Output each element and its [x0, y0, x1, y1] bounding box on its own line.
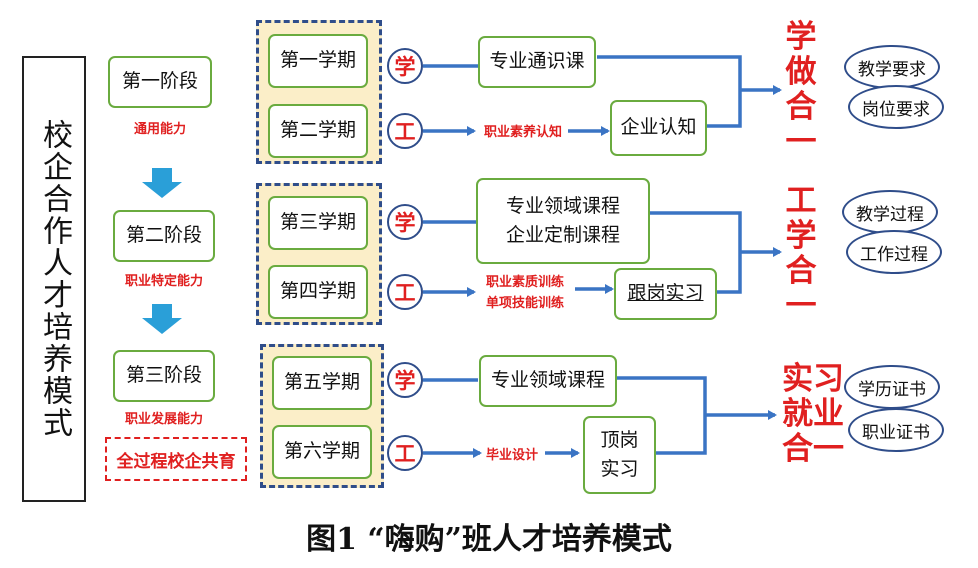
outcome-2-char-4: 一 [785, 288, 817, 325]
model-title-box: 校企合作人才培养模式 [22, 56, 86, 502]
ellipse-position-requirement: 岗位要求 [848, 85, 944, 129]
stage-1-ability: 通用能力 [133, 122, 186, 137]
arrow-row2-course-to-merge [707, 90, 742, 128]
stage-3-label: 第三阶段 [125, 364, 202, 387]
course-internship-line1: 顶岗 [600, 428, 639, 451]
course-general-label: 专业通识课 [489, 50, 585, 73]
semester-2-box: 第二学期 [268, 104, 368, 158]
stage-3-ability: 职业发展能力 [124, 412, 203, 427]
work-circle-1: 工 [387, 113, 423, 149]
course-enterprise-awareness-label: 企业认知 [620, 116, 697, 139]
ellipse-teaching-requirement-label: 教学要求 [858, 59, 926, 80]
ellipse-teaching-process: 教学过程 [842, 190, 938, 234]
semester-3-box: 第三学期 [268, 196, 368, 250]
semester-5-box: 第五学期 [272, 356, 372, 410]
label-professional-awareness: 职业素养认知 [484, 125, 563, 140]
study-circle-2: 学 [387, 204, 423, 240]
ellipse-teaching-process-label: 教学过程 [856, 204, 924, 225]
ellipse-teaching-requirement: 教学要求 [844, 45, 940, 89]
course-domain-custom-box: 专业领域课程 企业定制课程 [476, 178, 650, 264]
outcome-3-text: 实习 就业 合一 [778, 361, 848, 468]
course-internship-box: 顶岗 实习 [583, 416, 656, 494]
outcome-1-char-2: 做 [785, 54, 817, 91]
ellipse-degree-certificate: 学历证书 [844, 365, 940, 409]
stage-2-label: 第二阶段 [125, 224, 202, 247]
course-custom-label: 企业定制课程 [505, 224, 620, 246]
whole-process-label: 全过程校企共育 [116, 451, 236, 472]
course-enterprise-awareness-box: 企业认知 [610, 100, 707, 156]
semester-3-label: 第三学期 [279, 211, 356, 234]
down-arrow-stage1-to-stage2 [142, 168, 182, 198]
outcome-3-line-1: 实习 [782, 361, 844, 397]
stage-2-box: 第二阶段 [113, 210, 215, 262]
outcome-2-text: 工 学 合 一 [783, 183, 819, 325]
course-shadow-internship-label: 跟岗实习 [627, 282, 704, 305]
down-arrow-stage2-to-stage3 [142, 304, 182, 334]
study-circle-1: 学 [387, 48, 423, 84]
course-shadow-internship-box: 跟岗实习 [614, 268, 717, 320]
outcome-2-char-1: 工 [785, 183, 817, 219]
semester-2-label: 第二学期 [279, 119, 356, 142]
work-circle-3: 工 [387, 435, 423, 471]
outcome-1-char-4: 一 [785, 124, 817, 161]
stage-1-box: 第一阶段 [108, 56, 212, 108]
course-domain-2-box: 专业领域课程 [479, 355, 617, 407]
course-domain-label: 专业领域课程 [505, 194, 620, 217]
semester-5-label: 第五学期 [283, 371, 360, 394]
arrow-row3-course-to-merge [650, 211, 742, 252]
semester-6-label: 第六学期 [283, 440, 360, 463]
ellipse-work-process-label: 工作过程 [860, 244, 928, 265]
connector-layer [142, 55, 782, 458]
outcome-1-char-1: 学 [785, 19, 817, 55]
stage-3-box: 第三阶段 [113, 350, 215, 402]
model-title: 校企合作人才培养模式 [37, 119, 72, 439]
label-graduation-design: 毕业设计 [486, 448, 539, 463]
arrow-row4-course-to-merge [717, 252, 742, 294]
work-circle-2: 工 [387, 274, 423, 310]
semester-4-box: 第四学期 [268, 265, 368, 319]
semester-6-box: 第六学期 [272, 425, 372, 479]
outcome-3-line-2: 就业 [782, 396, 844, 433]
semester-1-label: 第一学期 [279, 49, 356, 72]
outcome-2-char-2: 学 [785, 218, 817, 255]
arrow-row1-course-to-merge [597, 55, 742, 90]
stage-1-label: 第一阶段 [121, 70, 198, 93]
label-quality-training: 职业素质训练 [486, 275, 565, 290]
ellipse-professional-certificate-label: 职业证书 [862, 422, 930, 443]
course-domain-2-label: 专业领域课程 [490, 369, 605, 392]
ellipse-degree-certificate-label: 学历证书 [858, 379, 926, 400]
stage-2-ability: 职业特定能力 [124, 274, 203, 289]
study-circle-3: 学 [387, 362, 423, 398]
figure-caption: 图1 “嗨购”班人才培养模式 [306, 522, 672, 557]
outcome-1-text: 学 做 合 一 [783, 19, 819, 161]
outcome-2-char-3: 合 [785, 253, 817, 290]
semester-1-box: 第一学期 [268, 34, 368, 88]
label-skill-training: 单项技能训练 [486, 296, 565, 311]
outcome-1-char-3: 合 [785, 89, 817, 126]
ellipse-position-requirement-label: 岗位要求 [862, 99, 930, 120]
whole-process-box: 全过程校企共育 [105, 437, 247, 481]
arrow-row5-course-to-merge [617, 376, 707, 415]
outcome-3-line-3: 合一 [782, 431, 844, 468]
course-general-box: 专业通识课 [478, 36, 596, 88]
arrow-row6-course-to-merge [656, 415, 707, 455]
ellipse-professional-certificate: 职业证书 [848, 408, 944, 452]
course-internship-line2: 实习 [600, 458, 639, 480]
semester-4-label: 第四学期 [279, 280, 356, 303]
ellipse-work-process: 工作过程 [846, 230, 942, 274]
